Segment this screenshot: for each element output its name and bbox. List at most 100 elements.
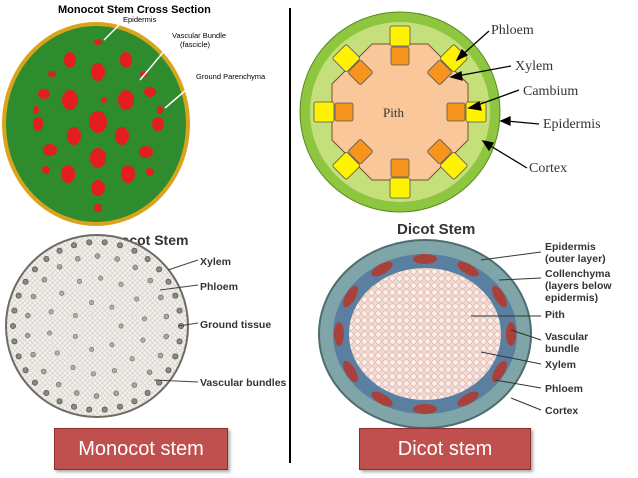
monocot-vascular-bundle <box>152 117 164 131</box>
monocot-micro-bundle <box>56 264 63 270</box>
dicot-micro-collenchyma-band <box>413 404 437 414</box>
dicot-diagram-label-xylem: Xylem <box>515 59 553 74</box>
dicot-micro-label-bundle: bundle <box>545 343 580 355</box>
monocot-micro-bundle <box>22 278 29 285</box>
monocot-micro-bundle <box>89 300 95 306</box>
monocot-micro-bundle <box>98 275 104 281</box>
dicot-micro-collenchyma-band <box>492 360 507 383</box>
dicot-micro-collenchyma-band <box>334 322 344 346</box>
monocot-micro-bundle <box>71 403 78 410</box>
monocot-micro-bundle <box>41 277 48 283</box>
monocot-micro-bundle <box>146 369 153 375</box>
monocot-micro-bundle <box>11 338 18 345</box>
monocot-micro-bundle <box>165 367 172 374</box>
monocot-vascular-bundle <box>61 165 75 183</box>
dicot-diagram-label-cortex: Cortex <box>529 161 567 176</box>
monocot-micro-bundle <box>72 313 78 319</box>
monocot-vascular-bundle <box>43 144 57 156</box>
monocot-micro-bundle <box>48 309 54 315</box>
monocot-vascular-bundle <box>33 117 43 131</box>
dicot-xylem <box>390 158 410 178</box>
monocot-micro-bundle <box>43 255 50 262</box>
monocot-micro-bundle <box>163 313 170 320</box>
monocot-vascular-bundle <box>91 63 105 81</box>
dicot-micro-collenchyma-band <box>371 391 393 407</box>
dicot-micro-pith <box>349 268 501 400</box>
dicot-micro-collenchyma-band <box>506 322 516 346</box>
monocot-micro-bundle <box>70 364 76 371</box>
monocot-micro-bundle <box>41 368 47 375</box>
monocot-micro-bundle <box>163 333 169 340</box>
monocot-micro-label-vascular-bundles: Vascular bundles <box>200 377 287 389</box>
monocot-micro-bundle <box>144 390 151 397</box>
monocot-micro-bundle <box>131 247 138 254</box>
dicot-stem-micrograph: Dicot Stem Epidermis (outer layer) Colle… <box>318 221 612 429</box>
monocot-micro-label-ground-tissue: Ground tissue <box>200 319 271 331</box>
dicot-micro-label-vascular: Vascular <box>545 331 588 343</box>
dicot-arrows <box>449 30 540 169</box>
monocot-micro-bundle <box>131 382 138 388</box>
monocot-micro-bundle <box>144 255 151 262</box>
monocot-vascular-bundle <box>139 146 153 158</box>
monocot-vascular-bundle <box>120 52 132 68</box>
monocot-micro-bundle <box>59 290 65 296</box>
monocot-micro-bundle <box>89 346 95 352</box>
monocot-micro-bundle <box>86 406 93 413</box>
monocot-vascular-bundle <box>38 89 50 99</box>
monocot-diagram-label-ground-parenchyma: Ground Parenchyma <box>196 72 266 81</box>
dicot-phloem <box>332 152 360 180</box>
dicot-micro-label-collenchyma: Collenchyma <box>545 268 611 280</box>
dicot-micro-collenchyma-band <box>457 391 479 407</box>
monocot-micro-bundle <box>55 381 62 388</box>
monocot-micro-bundle <box>116 403 123 410</box>
dicot-xylem <box>390 46 410 66</box>
monocot-vascular-bundle <box>89 111 107 133</box>
monocot-micro-bundle <box>131 398 138 405</box>
monocot-micro-bundle <box>118 323 124 329</box>
monocot-micro-bundle <box>156 266 163 273</box>
dicot-micro-label-collenchyma-below: epidermis) <box>545 292 598 304</box>
dicot-micrograph-title: Dicot Stem <box>397 221 475 238</box>
monocot-micro-bundle <box>56 398 63 405</box>
monocot-stem-micrograph: Monocot Stem Xylem Phloem Ground tissue … <box>5 232 287 418</box>
dicot-micro-label-epidermis: Epidermis <box>545 241 596 253</box>
monocot-micro-bundle <box>72 333 78 339</box>
dicot-diagram-label-epidermis: Epidermis <box>543 117 601 132</box>
monocot-vascular-bundle <box>101 97 107 103</box>
monocot-micro-bundle <box>93 393 100 399</box>
monocot-vascular-bundle <box>33 106 39 114</box>
dicot-micro-label-collenchyma-layers: (layers below <box>545 280 612 292</box>
monocot-vascular-bundle <box>121 165 135 183</box>
monocot-micro-bundle <box>101 406 108 413</box>
monocot-vascular-bundle <box>48 71 56 77</box>
dicot-micro-collenchyma-band <box>413 254 437 264</box>
monocot-cross-section-diagram: Monocot Stem Cross Section Epidermis Vas… <box>2 4 266 226</box>
dicot-phloem <box>313 101 335 123</box>
monocot-micro-bundle <box>147 277 153 284</box>
monocot-micro-bundle <box>31 266 38 273</box>
dicot-xylem <box>348 60 373 85</box>
monocot-vascular-bundle <box>115 127 129 145</box>
monocot-vascular-bundle <box>90 148 106 168</box>
dicot-xylem <box>446 102 466 122</box>
monocot-vascular-bundle <box>62 90 78 110</box>
dicot-micro-pointer-lines <box>471 251 542 411</box>
monocot-diagram-title: Monocot Stem Cross Section <box>58 4 211 16</box>
monocot-micro-bundle <box>94 253 101 259</box>
dicot-micro-collenchyma-band <box>457 261 479 277</box>
monocot-vascular-bundle <box>157 106 163 114</box>
monocot-micro-bundle <box>172 353 179 360</box>
monocot-micro-bundle <box>54 350 60 356</box>
monocot-micro-bundle <box>101 239 108 246</box>
dicot-phloem <box>389 25 411 47</box>
monocot-micro-bundle <box>118 281 124 288</box>
monocot-vascular-bundle <box>91 180 105 196</box>
monocot-micro-bundles <box>9 239 184 413</box>
monocot-micro-bundle <box>86 239 93 246</box>
dicot-cross-section-diagram: Pith Phloem Xylem Cambium Epidermis Cort… <box>299 11 601 213</box>
monocot-vascular-bundle <box>146 168 154 176</box>
monocot-stem-outline <box>5 234 189 418</box>
monocot-micro-bundle <box>9 323 16 330</box>
monocot-micro-bundle <box>31 379 38 386</box>
dicot-phloem <box>389 177 411 199</box>
